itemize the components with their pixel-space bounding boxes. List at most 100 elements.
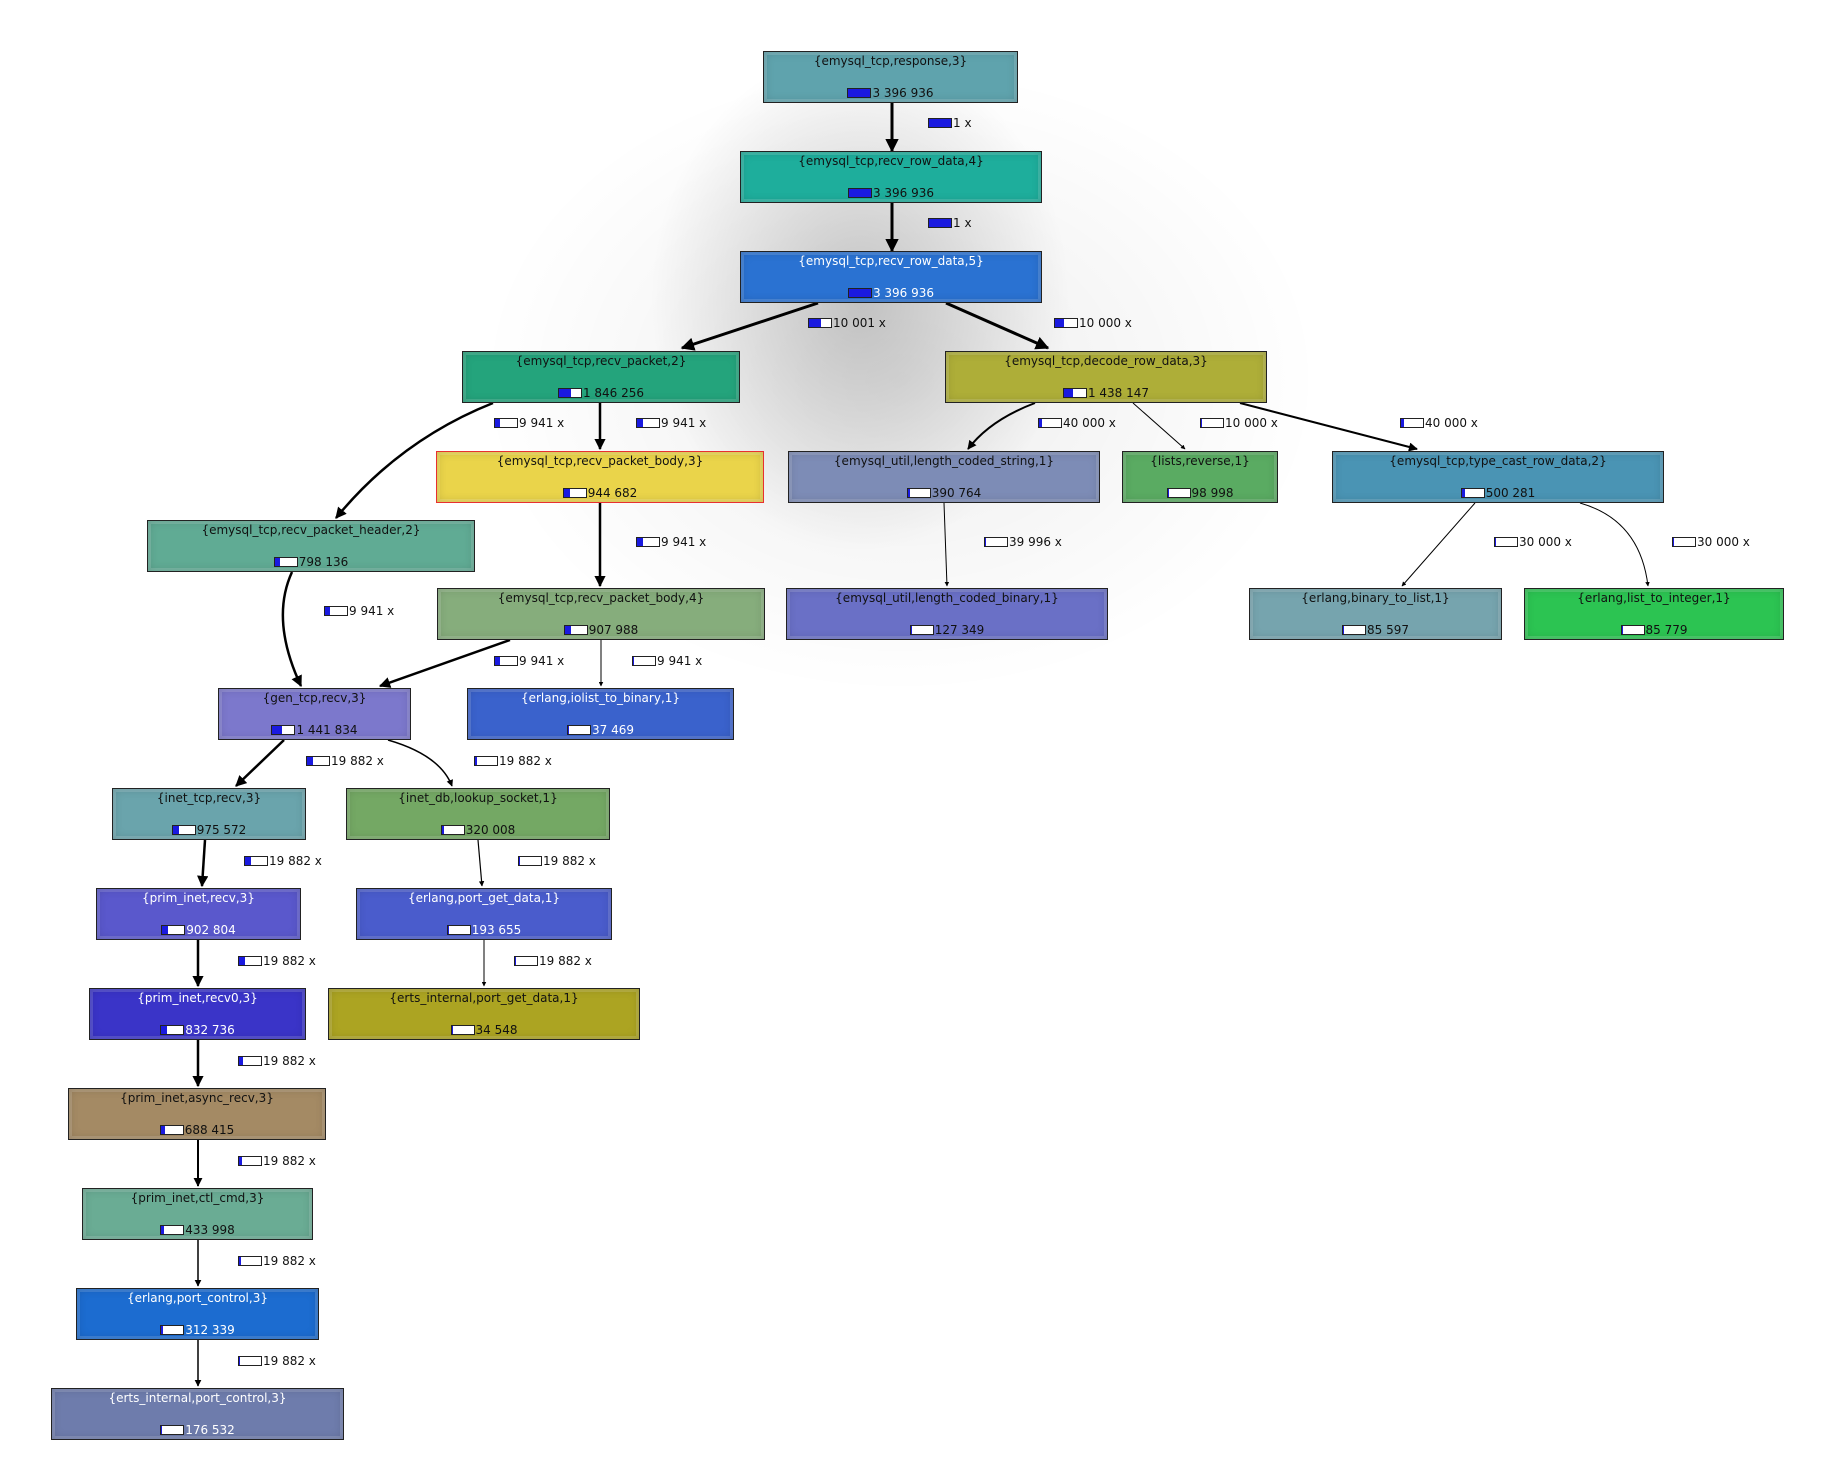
function-name: {emysql_tcp,recv_packet_body,4}: [497, 591, 705, 605]
function-time: 433 998: [83, 1223, 312, 1237]
function-node-epgd[interactable]: {erlang,port_get_data,1}193 655: [356, 888, 612, 940]
function-node-epc[interactable]: {erlang,port_control,3}312 339: [76, 1288, 319, 1340]
function-node-rrd4[interactable]: {emysql_tcp,recv_row_data,4}3 396 936: [740, 151, 1042, 203]
function-time: 34 548: [329, 1023, 639, 1037]
function-node-gtr[interactable]: {gen_tcp,recv,3}1 441 834: [218, 688, 411, 740]
function-node-lcs[interactable]: {emysql_util,length_coded_string,1}390 7…: [788, 451, 1100, 503]
function-name: {emysql_tcp,recv_packet_body,3}: [496, 454, 704, 468]
function-node-pir[interactable]: {prim_inet,recv,3}902 804: [96, 888, 301, 940]
function-node-rph[interactable]: {emysql_tcp,recv_packet_header,2}798 136: [147, 520, 475, 572]
function-node-b2l[interactable]: {erlang,binary_to_list,1}85 597: [1249, 588, 1502, 640]
edge-call-count: 19 882 x: [514, 954, 592, 968]
function-time-value: 500 281: [1485, 486, 1536, 500]
edge-count-label: 39 996 x: [1009, 535, 1062, 549]
edge-count-label: 19 882 x: [263, 954, 316, 968]
function-node-pcc[interactable]: {prim_inet,ctl_cmd,3}433 998: [82, 1188, 313, 1240]
function-node-eipc[interactable]: {erts_internal,port_control,3} 176 532: [51, 1388, 344, 1440]
function-name: {prim_inet,recv0,3}: [137, 991, 258, 1005]
function-node-itr[interactable]: {inet_tcp,recv,3}975 572: [112, 788, 306, 840]
function-name: {erts_internal,port_get_data,1}: [389, 991, 579, 1005]
edge-count-label: 19 882 x: [539, 954, 592, 968]
function-node-tcrd[interactable]: {emysql_tcp,type_cast_row_data,2} 500 281: [1332, 451, 1664, 503]
time-bar: [847, 88, 872, 98]
function-node-l2i[interactable]: {erlang,list_to_integer,1}85 779: [1524, 588, 1784, 640]
time-bar: [847, 188, 872, 198]
time-bar: [1460, 488, 1485, 498]
edge-count-label: 19 882 x: [269, 854, 322, 868]
function-node-eipgd[interactable]: {erts_internal,port_get_data,1} 34 548: [328, 988, 640, 1040]
function-time: 902 804: [97, 923, 300, 937]
edge-count-label: 9 941 x: [349, 604, 395, 618]
call-edge-ils-to-epgd: [477, 839, 485, 887]
edge-call-count: 40 000 x: [1400, 416, 1478, 430]
function-time: 193 655: [357, 923, 611, 937]
edge-bar: [636, 418, 660, 428]
function-name: {lists,reverse,1}: [1150, 454, 1250, 468]
function-time-value: 98 998: [1191, 486, 1234, 500]
function-name: {erts_internal,port_control,3}: [108, 1391, 287, 1405]
function-time-value: 390 764: [931, 486, 982, 500]
call-edge-rrd5-to-rp: [680, 301, 819, 351]
call-edge-gtr-to-ils: [387, 739, 453, 787]
edge-bar: [238, 1056, 262, 1066]
function-time-value: 832 736: [185, 1023, 235, 1037]
edge-call-count: 10 000 x: [1054, 316, 1132, 330]
function-node-i2b[interactable]: {erlang,iolist_to_binary,1}37 469: [467, 688, 734, 740]
function-name: {emysql_tcp,type_cast_row_data,2}: [1389, 454, 1607, 468]
function-time: 312 339: [77, 1323, 318, 1337]
function-time: 320 008: [347, 823, 609, 837]
call-edge-rp-to-rph: [335, 401, 494, 519]
function-node-drd[interactable]: {emysql_tcp,decode_row_data,3}1 438 147: [945, 351, 1267, 403]
edge-bar: [1038, 418, 1062, 428]
time-bar: [1620, 625, 1645, 635]
time-bar: [273, 557, 298, 567]
edge-count-label: 30 000 x: [1519, 535, 1572, 549]
edge-bar: [928, 218, 952, 228]
edge-call-count: 1 x: [928, 116, 972, 130]
edge-bar: [1200, 418, 1224, 428]
function-node-rpb3[interactable]: {emysql_tcp,recv_packet_body,3}944 682: [436, 451, 764, 503]
function-time: 1 846 256: [463, 386, 739, 400]
time-bar: [562, 488, 587, 498]
function-time-value: 433 998: [185, 1223, 235, 1237]
function-node-rpb4[interactable]: {emysql_tcp,recv_packet_body,4} 907 988: [437, 588, 765, 640]
edge-count-label: 9 941 x: [657, 654, 703, 668]
time-bar: [450, 1025, 475, 1035]
edge-call-count: 19 882 x: [238, 1354, 316, 1368]
function-node-ils[interactable]: {inet_db,lookup_socket,1}320 008: [346, 788, 610, 840]
time-bar: [1062, 388, 1087, 398]
edge-call-count: 30 000 x: [1672, 535, 1750, 549]
function-time-value: 193 655: [471, 923, 522, 937]
function-time: 98 998: [1123, 486, 1277, 500]
call-edge-drd-to-lcs: [967, 402, 1036, 450]
function-time: 85 779: [1525, 623, 1783, 637]
function-time: 1 441 834: [219, 723, 410, 737]
edge-count-label: 19 882 x: [543, 854, 596, 868]
call-edge-lcs-to-lcb: [943, 502, 950, 587]
function-time-value: 3 396 936: [872, 186, 935, 200]
function-time-value: 902 804: [186, 923, 236, 937]
time-bar: [1166, 488, 1191, 498]
edge-bar: [238, 1356, 262, 1366]
function-node-par[interactable]: {prim_inet,async_recv,3}688 415: [68, 1088, 326, 1140]
function-node-rp[interactable]: {emysql_tcp,recv_packet,2}1 846 256: [462, 351, 740, 403]
function-node-lcb[interactable]: {emysql_util,length_coded_binary,1}127 3…: [786, 588, 1108, 640]
edge-call-count: 9 941 x: [632, 654, 702, 668]
edge-bar: [494, 656, 518, 666]
function-name: {emysql_tcp,recv_packet_header,2}: [201, 523, 421, 537]
function-time-value: 907 988: [588, 623, 639, 637]
function-time-value: 176 532: [185, 1423, 235, 1437]
function-node-rev[interactable]: {lists,reverse,1} 98 998: [1122, 451, 1278, 503]
function-time: 176 532: [52, 1423, 343, 1437]
call-edge-rph-to-gtr: [281, 571, 303, 688]
edge-call-count: 9 941 x: [494, 416, 564, 430]
function-node-rrd5[interactable]: {emysql_tcp,recv_row_data,5}3 396 936: [740, 251, 1042, 303]
time-bar: [160, 1325, 185, 1335]
function-node-pir0[interactable]: {prim_inet,recv0,3} 832 736: [89, 988, 306, 1040]
edge-call-count: 19 882 x: [238, 1054, 316, 1068]
function-node-resp[interactable]: {emysql_tcp,response,3}3 396 936: [763, 51, 1018, 103]
edge-bar: [984, 537, 1008, 547]
function-time: 500 281: [1333, 486, 1663, 500]
time-bar: [909, 625, 934, 635]
